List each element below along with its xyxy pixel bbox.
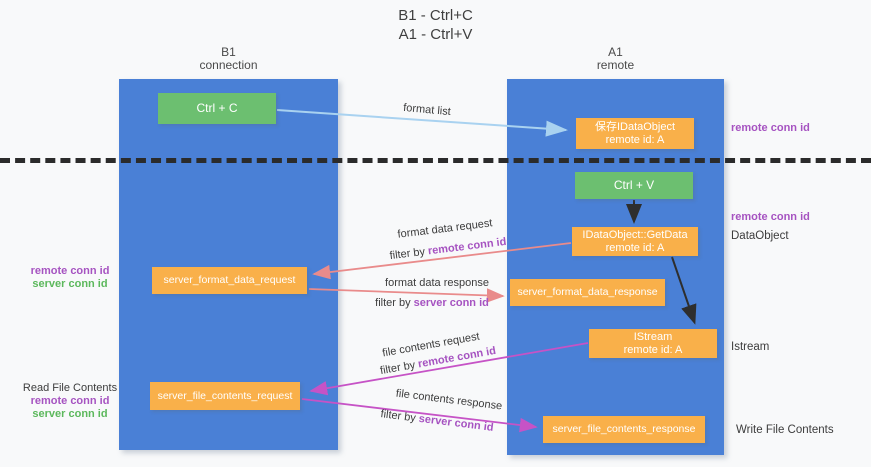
label-remote-conn-id-left-2: remote conn id — [30, 395, 110, 407]
label-remote-conn-id-left-1: remote conn id — [30, 265, 110, 277]
filter-by-text: filter by — [389, 245, 426, 263]
label-file-contents-response: file contents response — [395, 387, 503, 413]
label-server-conn-id-left-1: server conn id — [32, 278, 108, 290]
node-server-file-contents-response: server_file_contents_response — [543, 416, 705, 443]
node-save-idataobject-line1: 保存IDataObject — [594, 120, 676, 133]
diagram-title: B1 - Ctrl+C A1 - Ctrl+V — [0, 6, 871, 44]
lifeline-b1-subtitle: connection — [199, 58, 258, 72]
server-conn-id-text: server conn id — [413, 297, 489, 309]
label-server-conn-id-left-2: server conn id — [32, 408, 108, 420]
label-write-file-contents: Write File Contents — [736, 424, 834, 436]
node-save-idataobject: 保存IDataObject remote id: A — [576, 118, 694, 149]
label-filter-by-server-conn-id-1: filter by server conn id — [375, 297, 489, 309]
node-istream: IStream remote id: A — [589, 329, 717, 358]
node-server-file-contents-request-label: server_file_contents_request — [157, 389, 293, 402]
node-ctrl-v: Ctrl + V — [575, 172, 693, 199]
filter-by-text: filter by — [375, 297, 411, 309]
label-istream: Istream — [731, 341, 770, 353]
node-ctrl-c: Ctrl + C — [158, 93, 276, 124]
left-label-group-format: remote conn id server conn id — [14, 265, 126, 291]
node-istream-line2: remote id: A — [623, 343, 683, 356]
node-server-file-contents-response-label: server_file_contents_response — [552, 423, 696, 435]
lifeline-b1-title: B1 — [221, 45, 236, 59]
lifeline-a1-header: A1 remote — [507, 46, 724, 72]
node-save-idataobject-line2: remote id: A — [605, 133, 665, 146]
label-filter-by-remote-conn-id-1: filter by remote conn id — [389, 236, 507, 262]
diagram-title-line1: B1 - Ctrl+C — [398, 7, 473, 24]
node-istream-line1: IStream — [633, 330, 673, 343]
session-divider-dashed-line — [0, 158, 871, 163]
diagram-title-line2: A1 - Ctrl+V — [398, 26, 473, 43]
remote-conn-id-text: remote conn id — [427, 235, 507, 258]
node-idataobject-getdata-line1: IDataObject::GetData — [582, 228, 688, 241]
node-ctrl-c-label: Ctrl + C — [196, 101, 238, 115]
filter-by-text: filter by — [379, 359, 417, 378]
node-server-format-data-response: server_format_data_response — [510, 279, 665, 306]
node-ctrl-v-label: Ctrl + V — [613, 178, 655, 192]
left-label-group-file: Read File Contents remote conn id server… — [14, 382, 126, 421]
label-remote-conn-id-right-1: remote conn id — [731, 122, 810, 134]
node-idataobject-getdata-line2: remote id: A — [605, 241, 665, 254]
label-filter-by-server-conn-id-2: filter by server conn id — [380, 408, 494, 434]
label-dataobject: DataObject — [731, 230, 789, 242]
node-idataobject-getdata: IDataObject::GetData remote id: A — [572, 227, 698, 256]
label-format-data-response: format data response — [385, 277, 489, 289]
node-server-file-contents-request: server_file_contents_request — [150, 382, 300, 410]
server-conn-id-text: server conn id — [418, 412, 495, 434]
lifeline-b1-header: B1 connection — [119, 46, 338, 72]
label-format-data-request: format data request — [396, 217, 494, 241]
label-remote-conn-id-right-2: remote conn id — [731, 211, 810, 223]
label-read-file-contents: Read File Contents — [22, 382, 118, 394]
filter-by-text: filter by — [379, 408, 417, 425]
label-format-list: format list — [402, 101, 452, 119]
arrow-format-data-response — [308, 288, 505, 303]
node-server-format-data-request-label: server_format_data_request — [163, 274, 296, 286]
lifeline-a1-title: A1 — [608, 45, 623, 59]
lifeline-a1-subtitle: remote — [596, 58, 635, 72]
node-server-format-data-request: server_format_data_request — [152, 267, 307, 294]
node-server-format-data-response-label: server_format_data_response — [517, 286, 658, 298]
